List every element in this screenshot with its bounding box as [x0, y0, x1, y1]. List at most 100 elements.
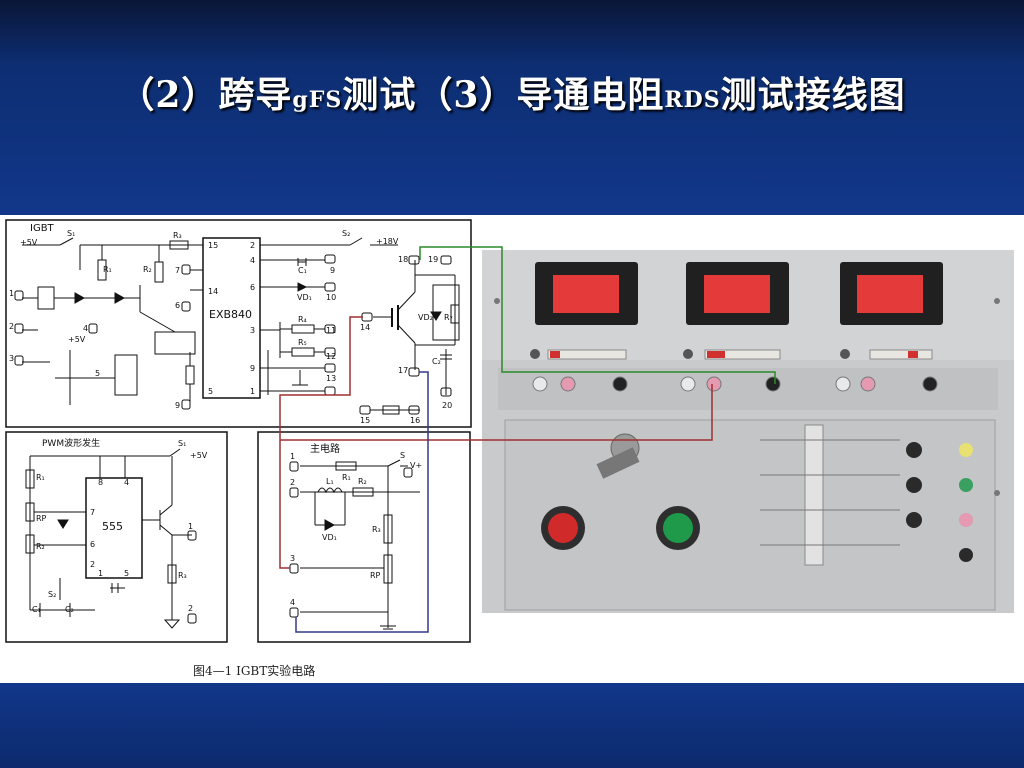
svg-text:S₁: S₁: [178, 439, 186, 448]
svg-text:VD₁: VD₁: [322, 533, 337, 542]
svg-text:R₁: R₁: [342, 473, 351, 482]
svg-text:C₁: C₁: [298, 266, 307, 275]
igbt-terminals: [14, 254, 452, 415]
svg-text:+18V: +18V: [376, 237, 399, 246]
panel-meter-screen-3: [857, 275, 923, 313]
svg-text:1: 1: [98, 569, 103, 578]
svg-text:+5V: +5V: [190, 451, 208, 460]
slide-footer-background: [0, 683, 1024, 768]
test-panel-photo: [482, 250, 1014, 613]
svg-text:5: 5: [208, 387, 213, 396]
555-chip: [85, 477, 143, 579]
svg-text:C₂: C₂: [432, 357, 441, 366]
svg-text:S₂: S₂: [48, 590, 56, 599]
svg-text:15: 15: [360, 416, 370, 425]
svg-text:8: 8: [98, 478, 103, 487]
svg-text:S₁: S₁: [67, 229, 75, 238]
svg-text:RP: RP: [370, 571, 381, 580]
svg-text:RP: RP: [36, 514, 47, 523]
main-circuit-schematic: [257, 431, 471, 643]
svg-text:VD₁: VD₁: [297, 293, 312, 302]
svg-text:13: 13: [326, 374, 336, 383]
svg-text:主电路: 主电路: [310, 442, 340, 455]
pwm-generator-schematic: [5, 431, 228, 643]
svg-text:R₃: R₃: [173, 231, 182, 240]
svg-text:4: 4: [250, 256, 255, 265]
svg-text:4: 4: [83, 324, 88, 333]
svg-text:15: 15: [208, 241, 218, 250]
svg-text:2: 2: [290, 478, 295, 487]
svg-text:R₁: R₁: [36, 473, 45, 482]
svg-text:17: 17: [398, 366, 408, 375]
blue-wire: [295, 371, 429, 633]
slide-title: （2）跨导gFS测试（3）导通电阻RDS测试接线图: [118, 74, 906, 116]
svg-text:5: 5: [124, 569, 129, 578]
svg-text:16: 16: [410, 416, 420, 425]
svg-text:1: 1: [290, 452, 295, 461]
panel-meter-screen-2: [704, 275, 770, 313]
svg-text:L₁: L₁: [326, 477, 334, 486]
svg-text:14: 14: [208, 287, 218, 296]
svg-text:R₄: R₄: [298, 315, 307, 324]
svg-text:14: 14: [360, 323, 370, 332]
red-wire-2: [280, 384, 713, 441]
svg-text:12: 12: [326, 352, 336, 361]
igbt-block-labels: IGBT S₁ +5V R₃ R₁ R₂ EXB840 15 14 5 2 4 …: [9, 223, 453, 425]
svg-text:S: S: [400, 451, 405, 460]
svg-text:R₇: R₇: [444, 313, 453, 322]
svg-text:C₁: C₁: [32, 605, 41, 614]
svg-text:R₂: R₂: [143, 265, 152, 274]
svg-text:555: 555: [102, 520, 123, 533]
svg-text:3: 3: [290, 554, 295, 563]
svg-text:R₁: R₁: [103, 265, 112, 274]
svg-text:2: 2: [90, 560, 95, 569]
svg-text:IGBT: IGBT: [30, 223, 55, 234]
svg-text:6: 6: [250, 283, 255, 292]
svg-text:R₅: R₅: [298, 338, 307, 347]
svg-text:20: 20: [442, 401, 452, 410]
svg-text:7: 7: [90, 508, 95, 517]
svg-text:2: 2: [250, 241, 255, 250]
svg-text:7: 7: [175, 266, 180, 275]
svg-text:11: 11: [326, 326, 336, 335]
svg-text:V+: V+: [410, 461, 422, 470]
red-wire: [279, 316, 363, 569]
svg-text:4: 4: [290, 598, 295, 607]
svg-text:PWM波形发生: PWM波形发生: [42, 437, 100, 449]
green-wire: [419, 246, 776, 384]
svg-text:R₂: R₂: [36, 542, 45, 551]
svg-text:R₂: R₂: [358, 477, 367, 486]
svg-text:2: 2: [188, 604, 193, 613]
svg-text:5: 5: [95, 369, 100, 378]
svg-text:6: 6: [175, 301, 180, 310]
svg-text:3: 3: [250, 326, 255, 335]
svg-text:2: 2: [9, 322, 14, 331]
svg-text:+5V: +5V: [20, 238, 38, 247]
svg-text:18: 18: [398, 255, 408, 264]
figure-caption: 图4—1 IGBT实验电路: [193, 664, 316, 678]
svg-text:9: 9: [250, 364, 255, 373]
svg-text:R₃: R₃: [178, 571, 187, 580]
svg-text:S₂: S₂: [342, 229, 350, 238]
svg-text:9: 9: [175, 401, 180, 410]
svg-text:4: 4: [124, 478, 129, 487]
svg-text:10: 10: [326, 293, 336, 302]
slide-header-background: [0, 0, 1024, 215]
svg-text:C₂: C₂: [65, 605, 74, 614]
svg-text:1: 1: [9, 289, 14, 298]
panel-meter-screen-1: [553, 275, 619, 313]
svg-text:19: 19: [428, 255, 438, 264]
igbt-driver-schematic: [5, 219, 472, 428]
svg-text:1: 1: [250, 387, 255, 396]
svg-text:1: 1: [188, 522, 193, 531]
svg-text:+5V: +5V: [68, 335, 86, 344]
exb840-chip: [202, 237, 261, 399]
svg-text:R₃: R₃: [372, 525, 381, 534]
pwm-block-labels: PWM波形发生 S₁ +5V 555 R₁ RP R₂ R₃ S₂ C₁ C₂ …: [32, 437, 208, 614]
svg-text:6: 6: [90, 540, 95, 549]
svg-text:VD₂: VD₂: [418, 313, 433, 322]
main-block-labels: 主电路 S V+ R₁ L₁ R₂ VD₁ R₃ RP 1 2 3 4: [290, 442, 422, 607]
svg-text:9: 9: [330, 266, 335, 275]
svg-text:EXB840: EXB840: [209, 308, 252, 321]
